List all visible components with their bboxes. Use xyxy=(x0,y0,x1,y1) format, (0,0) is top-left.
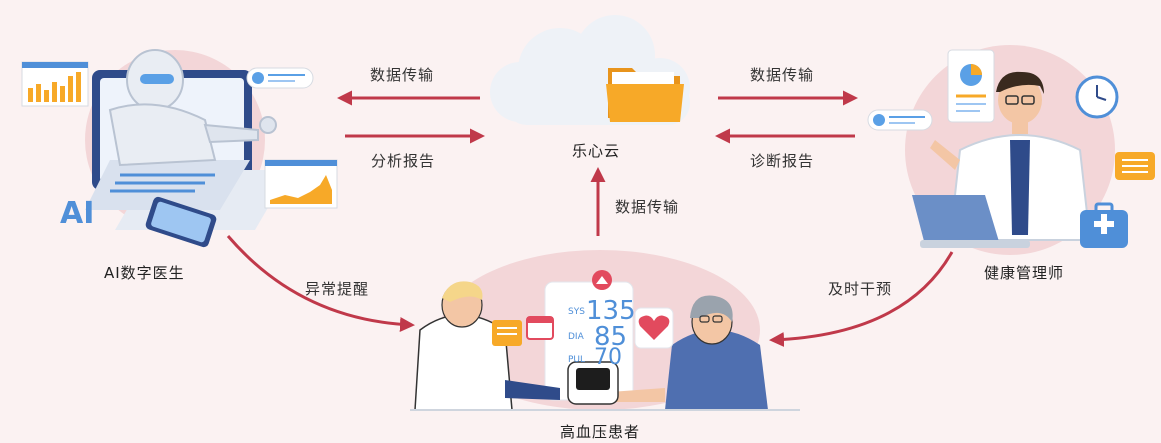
edge-label-cloud-to-manager: 数据传输 xyxy=(750,66,815,84)
robot-icon xyxy=(108,49,277,167)
bp-sys-value: 135 xyxy=(586,296,636,326)
bp-sys-unit: SYS xyxy=(568,307,585,317)
folder-icon xyxy=(606,68,684,122)
blood-pressure-monitor-icon xyxy=(567,361,619,405)
bp-dia-unit: DIA xyxy=(568,332,584,342)
patient-left-icon xyxy=(414,281,560,411)
arrow-ai-to-patient xyxy=(226,235,415,332)
ai-badge-text: AI xyxy=(60,196,95,231)
edge-label-ai-to-cloud: 分析报告 xyxy=(371,152,436,170)
calendar-icon xyxy=(526,316,554,340)
node-label-cloud: 乐心云 xyxy=(572,142,621,160)
edge-label-manager-to-cloud: 诊断报告 xyxy=(750,152,815,170)
chat-bubble-right-icon xyxy=(867,109,933,131)
bp-pulse-value: 70 xyxy=(594,345,622,370)
bp-pul-unit: PUL xyxy=(568,355,586,365)
heart-icon xyxy=(634,307,674,349)
edge-label-ai-to-patient: 异常提醒 xyxy=(305,280,370,298)
area-chart-icon xyxy=(264,159,338,209)
node-label-patient: 高血压患者 xyxy=(560,423,641,441)
edge-label-cloud-to-ai: 数据传输 xyxy=(370,66,435,84)
edge-label-patient-to-cloud: 数据传输 xyxy=(615,198,680,216)
node-label-health-manager: 健康管理师 xyxy=(984,264,1065,282)
chat-bubble-left-icon xyxy=(246,67,314,89)
laptop-right-icon xyxy=(912,195,1030,248)
report-card-icon xyxy=(947,49,995,123)
bp-dia-value: 85 xyxy=(594,322,628,352)
note-icon xyxy=(492,320,522,346)
bar-chart-icon xyxy=(21,61,89,107)
patient-right-icon xyxy=(610,295,768,410)
node-label-ai-doctor: AI数字医生 xyxy=(104,264,185,282)
edge-label-manager-to-patient: 及时干预 xyxy=(828,280,893,298)
medical-kit-icon xyxy=(1080,202,1128,248)
arrow-manager-to-patient xyxy=(769,251,954,348)
tablet-icon xyxy=(145,196,217,248)
clock-icon xyxy=(1075,75,1119,119)
checklist-icon xyxy=(1115,152,1155,180)
